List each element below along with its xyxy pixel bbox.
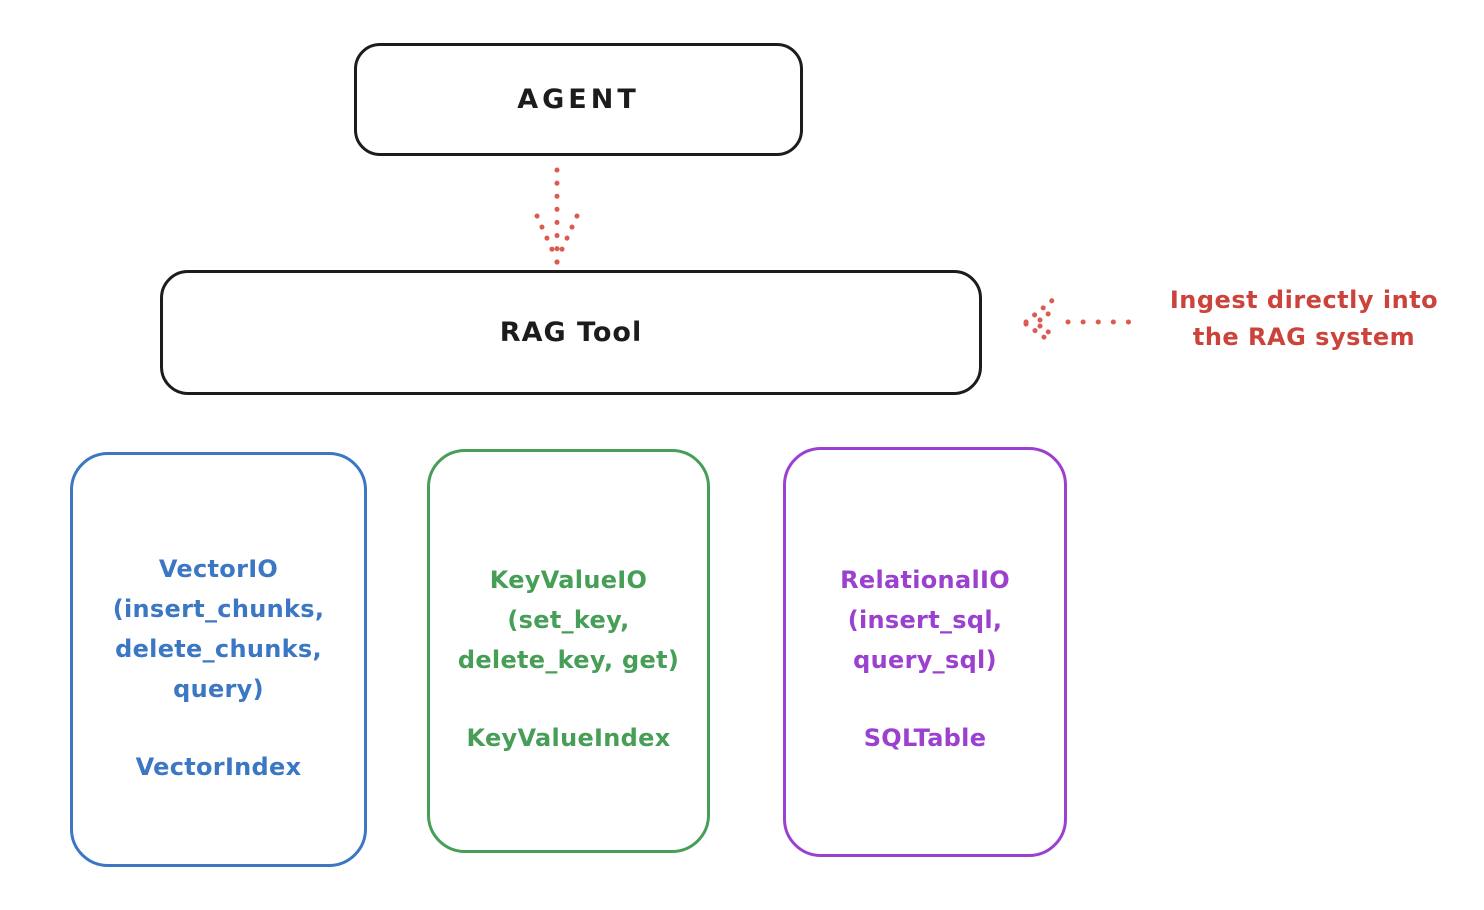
relationalio-index-label: SQLTable bbox=[863, 724, 987, 752]
vectorio-title: VectorIO bbox=[158, 555, 279, 583]
vectorio-methods-line1: (insert_chunks, bbox=[112, 595, 325, 623]
vectorio-index-label: VectorIndex bbox=[135, 753, 302, 781]
keyvalueio-methods-line2: delete_key, get) bbox=[457, 646, 680, 674]
vectorio-methods-line3: query) bbox=[173, 675, 264, 703]
relationalio-methods-line1: (insert_sql, bbox=[847, 606, 1003, 634]
ingest-annotation: Ingest directly into the RAG system bbox=[1134, 282, 1474, 356]
relationalio-title: RelationalIO bbox=[840, 566, 1010, 594]
keyvalueio-methods-line1: (set_key, bbox=[507, 606, 630, 634]
agent-node: AGENT bbox=[354, 43, 803, 156]
ingest-annotation-line2: the RAG system bbox=[1192, 323, 1416, 351]
annotation-arrowhead-upper bbox=[1023, 296, 1057, 325]
agent-to-rag-arrowhead-right bbox=[556, 213, 580, 259]
keyvalueio-node: KeyValueIO (set_key, delete_key, get) Ke… bbox=[427, 449, 710, 853]
agent-to-rag-arrowhead-left bbox=[534, 213, 558, 259]
annotation-arrowhead-lower bbox=[1023, 321, 1055, 346]
rag-tool-node: RAG Tool bbox=[160, 270, 982, 395]
rag-tool-label: RAG Tool bbox=[499, 317, 643, 348]
keyvalueio-title: KeyValueIO bbox=[489, 566, 648, 594]
agent-label: AGENT bbox=[517, 84, 640, 115]
vectorio-node: VectorIO (insert_chunks, delete_chunks, … bbox=[70, 452, 367, 867]
keyvalueio-index-label: KeyValueIndex bbox=[466, 724, 671, 752]
vectorio-methods-line2: delete_chunks, bbox=[115, 635, 322, 663]
ingest-annotation-line1: Ingest directly into bbox=[1169, 286, 1439, 314]
relationalio-methods-line2: query_sql) bbox=[853, 646, 997, 674]
relationalio-node: RelationalIO (insert_sql, query_sql) SQL… bbox=[783, 447, 1067, 857]
agent-to-rag-arrow-tip bbox=[554, 259, 560, 265]
annotation-arrowhead-inner-upper bbox=[1037, 305, 1059, 323]
annotation-arrowhead-inner-lower bbox=[1037, 323, 1057, 339]
